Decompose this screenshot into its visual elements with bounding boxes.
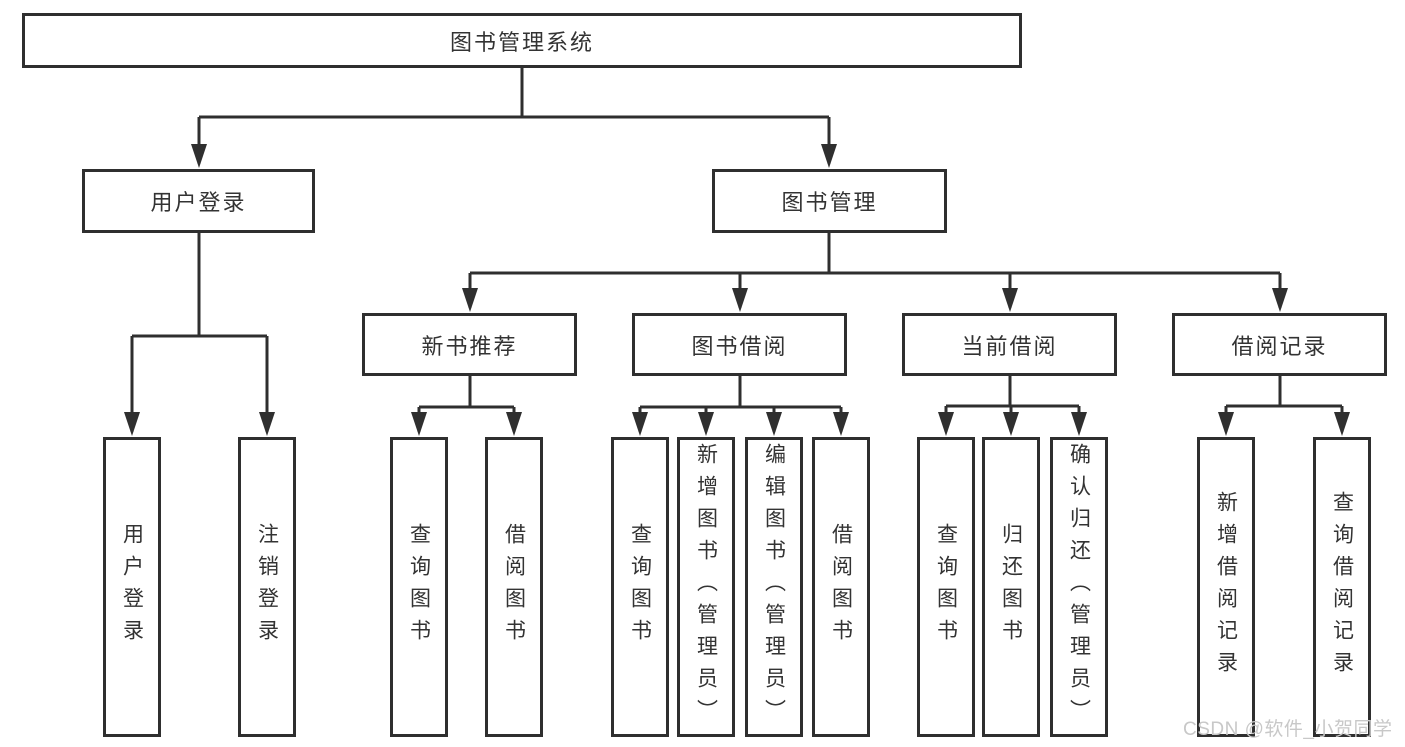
leaf-edit-books-admin: 编辑图书（管理员） — [745, 437, 803, 737]
csdn-watermark: CSDN @软件_小贺同学 — [1183, 719, 1393, 740]
node-user-login: 用户登录 — [82, 169, 315, 233]
node-new-book-recommend: 新书推荐 — [362, 313, 577, 376]
leaf-query-books-current: 查询图书 — [917, 437, 975, 737]
node-current-borrowing: 当前借阅 — [902, 313, 1117, 376]
node-book-borrowing: 图书借阅 — [632, 313, 847, 376]
leaf-add-borrow-record: 新增借阅记录 — [1197, 437, 1255, 737]
leaf-add-books-admin: 新增图书（管理员） — [677, 437, 735, 737]
leaf-borrow-books: 借阅图书 — [812, 437, 870, 737]
leaf-borrow-books-recommend: 借阅图书 — [485, 437, 543, 737]
leaf-query-books-recommend: 查询图书 — [390, 437, 448, 737]
node-root-library-system: 图书管理系统 — [22, 13, 1022, 68]
leaf-logout: 注销登录 — [238, 437, 296, 737]
node-borrow-records: 借阅记录 — [1172, 313, 1387, 376]
leaf-user-login: 用户登录 — [103, 437, 161, 737]
leaf-confirm-return-admin: 确认归还（管理员） — [1050, 437, 1108, 737]
leaf-return-books: 归还图书 — [982, 437, 1040, 737]
leaf-query-borrow-record: 查询借阅记录 — [1313, 437, 1371, 737]
arrowheads — [124, 144, 1350, 436]
leaf-query-books-borrow: 查询图书 — [611, 437, 669, 737]
node-book-management: 图书管理 — [712, 169, 947, 233]
